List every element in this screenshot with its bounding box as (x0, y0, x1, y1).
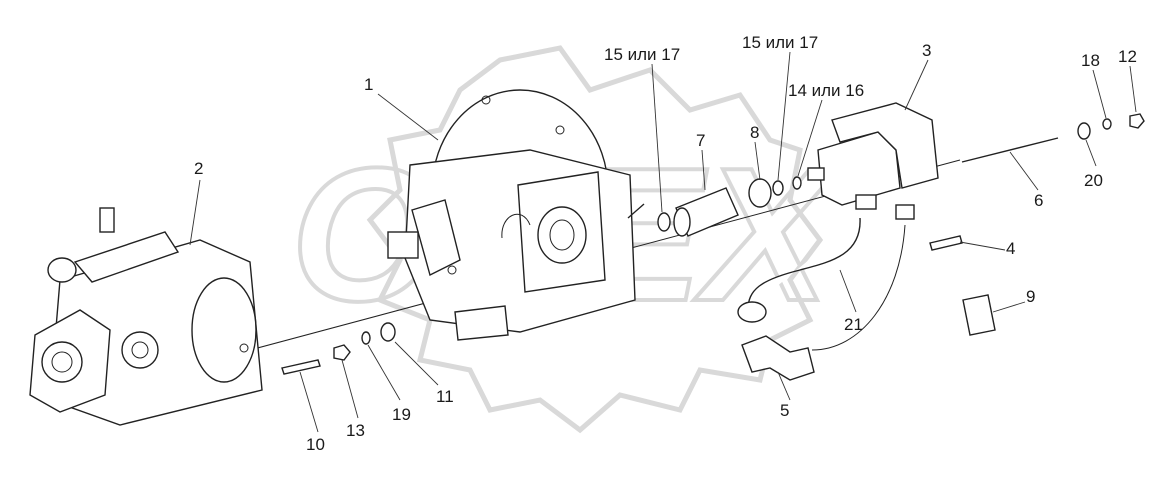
pump-top-bracket (99, 207, 115, 233)
nut-13 (333, 344, 351, 361)
motor-shaft (807, 167, 825, 181)
callout-label-4: 4 (1006, 239, 1015, 258)
gearbox-input-flange (411, 199, 461, 277)
tube-return-line (811, 224, 906, 351)
pin-10 (281, 359, 321, 375)
gearbox-bottom-bracket (454, 305, 509, 341)
callout-label-10: 10 (306, 435, 325, 454)
callout-label-21: 21 (844, 315, 863, 334)
washer-20 (1077, 122, 1091, 140)
o-ring-14-16 (792, 176, 802, 190)
tube-21-nut (737, 301, 767, 323)
callout-label-9: 9 (1026, 287, 1035, 306)
ring-18 (1102, 118, 1112, 130)
washer-19 (361, 331, 371, 345)
pump-rear-flange (191, 277, 257, 383)
pump-side-port-inner (131, 341, 149, 359)
motor-fitting (855, 194, 877, 210)
gearbox-breather (627, 203, 645, 219)
callout-label-18: 18 (1081, 51, 1100, 70)
pump-top-housing (73, 231, 180, 283)
callout-label-6: 6 (1034, 191, 1043, 210)
callout-label-19: 19 (392, 405, 411, 424)
watermark-gear-outline (366, 45, 824, 434)
callout-label-11: 11 (436, 387, 454, 406)
gearbox-bolt (555, 125, 565, 135)
gearbox-bolt (447, 265, 457, 275)
gearbox-handle-loop (501, 213, 531, 239)
nut-12 (1129, 113, 1145, 129)
gearbox-output-bore-inner (549, 219, 575, 251)
stud-6 (961, 137, 1059, 163)
motor-fitting (895, 204, 915, 220)
hydraulic-motor (807, 102, 939, 220)
hydraulic-tube-21 (747, 217, 861, 311)
elbow-fitting-5 (741, 335, 815, 381)
callout-label-15-or-17-left: 15 или 17 (604, 45, 680, 64)
spline-sleeve (673, 187, 739, 237)
callout-label-3: 3 (922, 41, 931, 60)
pin-4 (929, 235, 963, 251)
pump-flange-bolt (239, 343, 249, 353)
callout-label-7: 7 (696, 131, 705, 150)
gearbox-bolt (481, 95, 491, 105)
callout-label-2: 2 (194, 159, 203, 178)
o-ring-15-17-right (772, 180, 784, 196)
gearbox-assembly (387, 89, 645, 341)
bushing-8 (748, 178, 772, 208)
gearbox-output-bore (537, 206, 587, 264)
callout-label-1: 1 (364, 75, 373, 94)
callout-label-15-or-17-right: 15 или 17 (742, 33, 818, 52)
callout-label-8: 8 (750, 123, 759, 142)
cap-9 (962, 294, 996, 336)
pump-front-boss (41, 341, 83, 383)
pump-side-cylinder (47, 257, 77, 283)
callout-label-12: 12 (1118, 47, 1137, 66)
motor-body (817, 131, 901, 206)
callout-label-5: 5 (780, 401, 789, 420)
gearbox-input-shaft (387, 231, 419, 259)
leader-lines (189, 51, 1137, 433)
washer-11 (380, 322, 396, 342)
callout-label-14-or-16: 14 или 16 (788, 81, 864, 100)
o-ring-15-17-left (657, 212, 671, 232)
pump-side-port (121, 331, 159, 369)
spline-sleeve-end (673, 207, 691, 237)
callout-label-20: 20 (1084, 171, 1103, 190)
pump-front-boss-inner (51, 351, 73, 373)
callout-label-13: 13 (346, 421, 365, 440)
pump-assembly (29, 207, 263, 426)
motor-top-block (831, 102, 939, 189)
